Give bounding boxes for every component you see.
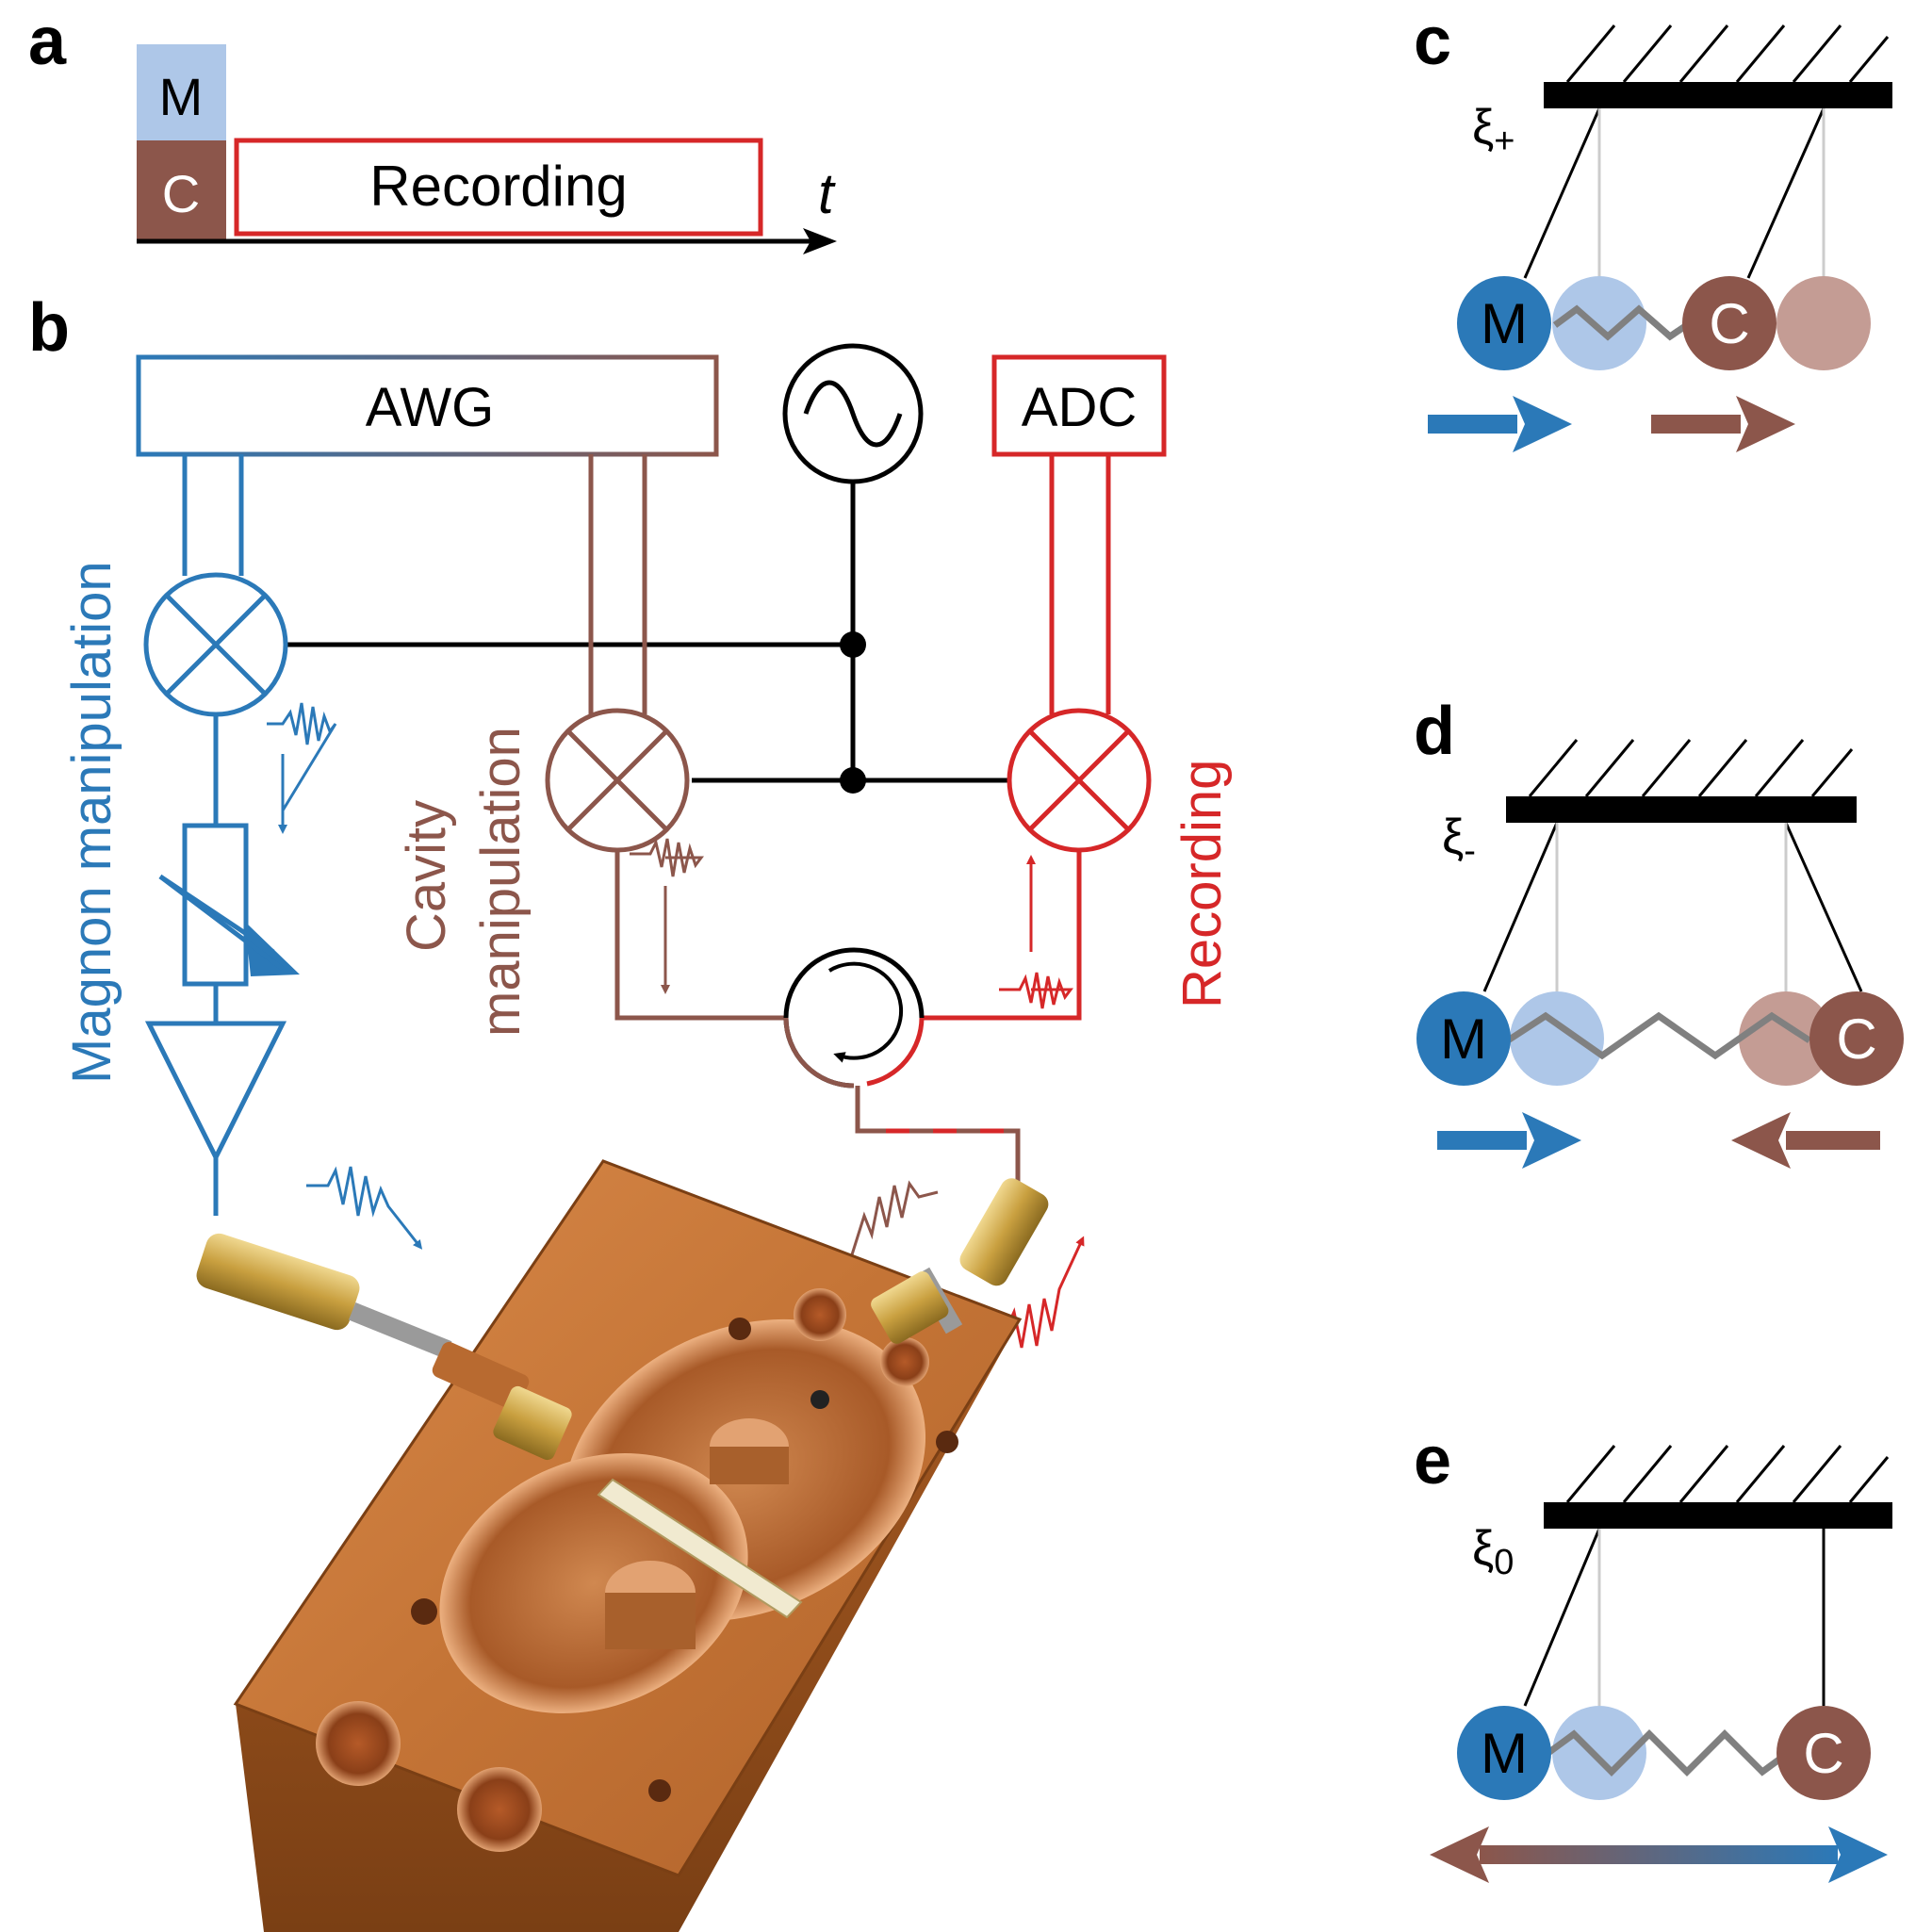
- panel-c-letter: c: [1414, 4, 1451, 79]
- pendulum-strings: [1482, 822, 1863, 992]
- adc-box: [991, 354, 1167, 457]
- panel-a: a M C Recording t: [28, 4, 837, 254]
- cavity-ball: [1682, 276, 1776, 370]
- panel-d: d ξ- M C: [1414, 694, 1904, 1169]
- adc-label: ADC: [1022, 377, 1137, 438]
- magnon-rest-ball: [1510, 991, 1604, 1086]
- support-bar: [1544, 1502, 1892, 1529]
- magnon-ball: [1457, 276, 1551, 370]
- junction-dot: [840, 631, 866, 658]
- cavity-velocity-arrow: [1651, 396, 1795, 452]
- copper-cavity-device: [196, 1159, 1049, 1932]
- panel-e-letter: e: [1414, 1423, 1451, 1498]
- magnon-ball: [1457, 1706, 1551, 1800]
- cavity-ball-label: C: [1836, 1007, 1876, 1071]
- cavity-chain: [588, 454, 784, 1021]
- mixer-icon: [143, 572, 288, 717]
- energy-exchange-arrow: [1430, 1826, 1888, 1883]
- panel-e: e ξ0 M C: [1414, 1423, 1892, 1883]
- support-hatch: [1528, 739, 1854, 797]
- amplifier-icon: [144, 1021, 287, 1163]
- cavity-rest-ball: [1776, 276, 1871, 370]
- magnon-velocity-arrow: [1437, 1112, 1581, 1169]
- magnon-drive-waveform: [306, 1166, 423, 1250]
- magnon-rest-ball: [1552, 276, 1646, 370]
- cavity-ball-label: C: [1803, 1722, 1843, 1785]
- time-axis-arrowhead: [803, 228, 837, 254]
- time-axis-label: t: [818, 162, 836, 225]
- magnon-rest-ball: [1552, 1706, 1646, 1800]
- awg-label: AWG: [366, 377, 494, 438]
- cavity-rest-ball: [1739, 991, 1833, 1086]
- cavity-ball: [1776, 1706, 1871, 1800]
- cavity-velocity-arrow: [1731, 1112, 1880, 1169]
- attenuator-icon: [158, 823, 300, 987]
- support-hatch: [1565, 1445, 1890, 1503]
- magnon-ball-label: M: [1440, 1007, 1487, 1071]
- support-bar: [1506, 796, 1857, 823]
- recording-pulse-waveform: [999, 972, 1073, 1009]
- mode-symbol: ξ+: [1472, 100, 1515, 161]
- circulator-icon: [783, 947, 925, 1089]
- oscillator-icon: [782, 343, 924, 484]
- magnon-chain: [182, 454, 244, 1216]
- magnon-pulse-waveform: [267, 702, 337, 811]
- cavity-drive-waveform: [840, 1180, 939, 1286]
- panel-b-letter: b: [28, 290, 70, 366]
- magnon-ball-label: M: [1481, 292, 1528, 355]
- magnon-ball-label: M: [1481, 1722, 1528, 1785]
- magnon-ball: [1416, 991, 1511, 1086]
- recording-chain: [924, 454, 1111, 1021]
- cavity-pulse-waveform: [630, 838, 704, 877]
- mode-symbol: ξ-: [1442, 810, 1476, 871]
- mixer-icon: [1007, 708, 1152, 853]
- coupling-spring: [1506, 1011, 1811, 1060]
- cavity-ball: [1809, 991, 1904, 1086]
- junction-dot: [840, 767, 866, 794]
- support-hatch: [1565, 25, 1890, 83]
- panel-d-letter: d: [1414, 694, 1455, 769]
- pendulum-strings: [1523, 107, 1826, 279]
- cavity-pulse-block: [137, 140, 226, 239]
- panel-b: b AWG ADC: [28, 290, 1233, 1932]
- magnon-pulse-label: M: [159, 67, 204, 126]
- support-bar: [1544, 82, 1892, 108]
- magnon-velocity-arrow: [1428, 396, 1572, 452]
- magnon-manipulation-label: Magnon manipulation: [61, 561, 123, 1084]
- cavity-manipulation-label-1: Cavity: [396, 800, 457, 952]
- cavity-ball-label: C: [1709, 292, 1749, 355]
- cavity-manipulation-label-2: manipulation: [470, 727, 532, 1037]
- recording-window-label: Recording: [369, 155, 628, 218]
- cavity-pulse-label: C: [162, 164, 200, 223]
- mode-symbol: ξ0: [1472, 1521, 1514, 1582]
- panel-a-letter: a: [28, 4, 67, 79]
- recording-label: Recording: [1171, 760, 1233, 1008]
- panel-c: c ξ+ M C: [1414, 4, 1892, 452]
- awg-box: [136, 354, 719, 457]
- pendulum-strings: [1523, 1528, 1826, 1707]
- recording-window: [234, 138, 763, 237]
- circulator-to-device-line: [855, 1086, 1021, 1192]
- mixer-icon: [545, 708, 690, 853]
- magnon-pulse-block: [137, 44, 226, 140]
